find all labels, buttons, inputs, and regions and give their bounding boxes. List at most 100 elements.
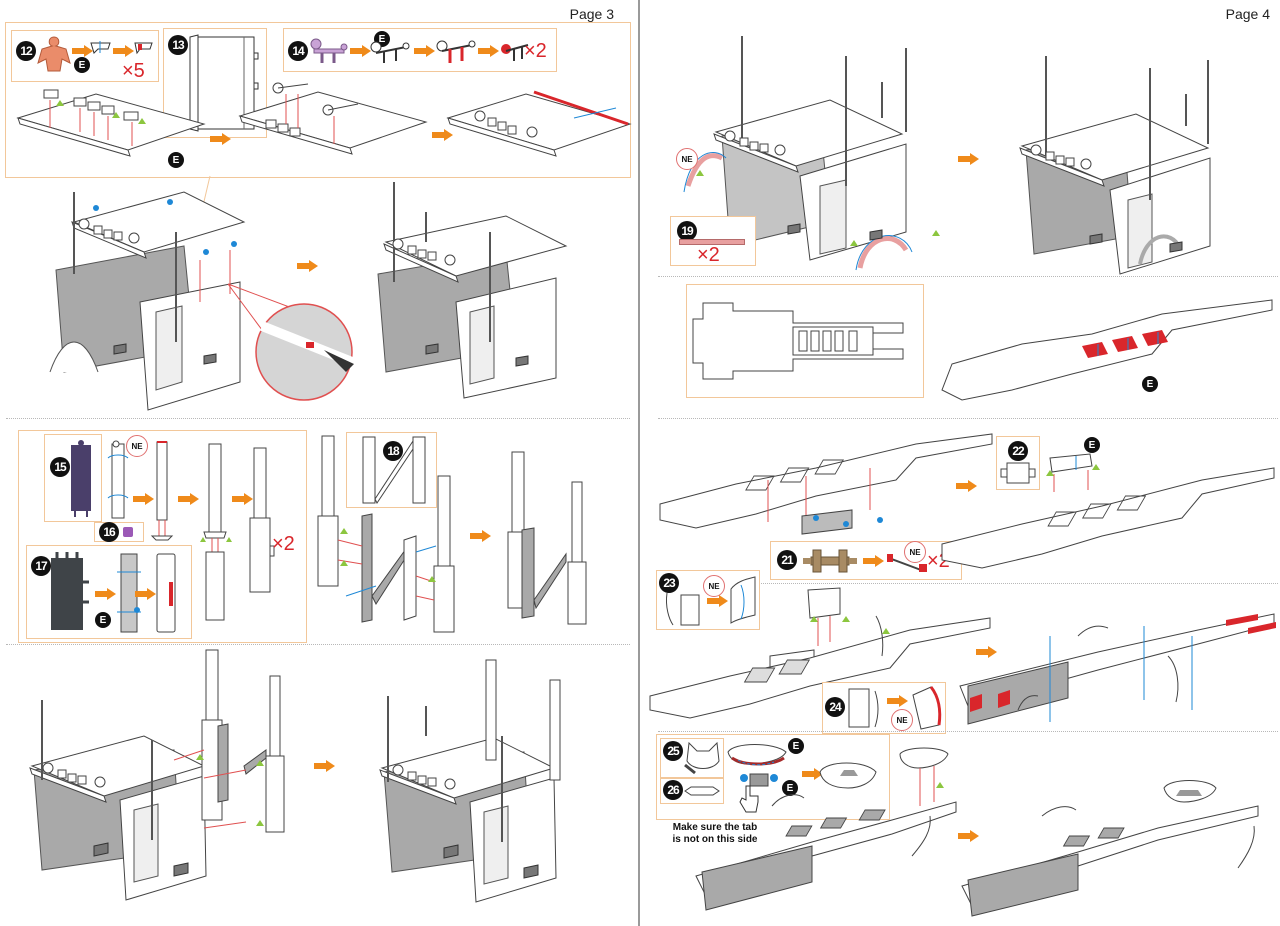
fender-panel-folded [730, 576, 756, 624]
step-17-panel: 17 E [26, 545, 192, 639]
section-divider [658, 731, 1278, 732]
step-20-panel: 20 [686, 284, 924, 398]
section-divider [6, 644, 630, 645]
light-bracket-folded-icon [436, 40, 476, 63]
cab-stack-complete [379, 659, 561, 903]
step-19-badge: 19 [677, 221, 697, 241]
chassis-crossmember-exploded [659, 433, 993, 535]
page-number: Page 4 [1225, 6, 1270, 22]
step-arrow [178, 493, 200, 505]
step-arrow [956, 480, 978, 492]
step-12-panel: 12 E ×5 [11, 30, 159, 82]
crossmember-folded [887, 554, 927, 572]
light-bar-part-icon [90, 41, 111, 54]
chassis-fifth-wheel-exploded [695, 747, 957, 911]
fender-panel-b-folded [912, 686, 942, 730]
roof-assembly-step-a [16, 89, 206, 157]
stack-rolled-icon [150, 441, 174, 541]
step-12-e-mark: E [74, 57, 90, 73]
step-arrow [470, 530, 492, 542]
step-17-badge: 17 [31, 556, 51, 576]
step-12-badge: 12 [16, 41, 36, 61]
step-arrow [135, 588, 157, 600]
step-15-panel: 15 [44, 434, 102, 522]
step-25-26-frame [656, 734, 890, 820]
light-bracket-icon [370, 41, 410, 63]
step-12-multiplier: ×5 [122, 60, 145, 82]
page-number: Page 3 [569, 6, 614, 22]
step-arrow [95, 588, 117, 600]
chassis-fifth-wheel-complete [961, 780, 1259, 917]
step-19-multiplier: ×2 [697, 244, 720, 266]
step-22-e-mark: E [1084, 437, 1100, 453]
page-3: Page 3 12 E ×5 13 14 [0, 0, 638, 926]
step-14-multiplier: ×2 [524, 40, 547, 62]
step-arrow [707, 595, 729, 607]
step-arrow [976, 646, 998, 658]
roof-panel-part [189, 34, 259, 132]
step-22-panel: 22 [996, 436, 1040, 490]
step-15-badge: 15 [50, 457, 70, 477]
step-14-badge: 14 [288, 41, 308, 61]
roof-assembly-step-c [446, 90, 632, 157]
step-18-panel: 18 [346, 432, 437, 508]
step-arrow [414, 45, 436, 57]
step-26-e-mark: E [782, 780, 798, 796]
step-26-panel: 26 [660, 778, 724, 804]
step-arrow [72, 45, 94, 57]
step-24-badge: 24 [825, 697, 845, 717]
finger-pointer-icon [739, 785, 759, 813]
step-23-panel: 23 NE [656, 570, 760, 630]
step-arrow [863, 555, 885, 567]
step-19-ne-mark: NE [676, 148, 698, 170]
tab-warning-note: Make sure the tab is not on this side [652, 822, 778, 846]
step-25-badge: 25 [663, 741, 683, 761]
step-arrow [113, 45, 135, 57]
chassis-fender-complete [959, 613, 1276, 725]
section-divider [658, 418, 1278, 419]
note-line-1: Make sure the tab [672, 822, 758, 833]
step-arrow [958, 830, 980, 842]
step-15-ne-mark: NE [126, 435, 148, 457]
stack-sleeve-rolled [156, 553, 176, 633]
step-18-badge: 18 [383, 441, 403, 461]
step-19-panel: 19 ×2 [670, 216, 756, 266]
chassis-box-exploded [941, 453, 1275, 569]
step-arrow [297, 260, 319, 272]
page-4: Page 4 NE 19 ×2 20 [642, 0, 1280, 926]
stack-bracket-exploded [317, 435, 455, 633]
stack-bracket-assembled [507, 451, 587, 625]
step-22-badge: 22 [1008, 441, 1028, 461]
chassis-fender-exploded [649, 587, 991, 719]
section-divider [658, 276, 1278, 277]
chassis-frame-sheet [692, 302, 904, 380]
step-21-ne-mark: NE [904, 541, 926, 563]
section-divider [658, 583, 1278, 584]
step-25-e-mark: E [788, 738, 804, 754]
cab-assembly-complete [377, 182, 568, 399]
step-arrow [958, 153, 980, 165]
step-12-part-sheet-icon [37, 36, 71, 72]
stack-assembled-icon [249, 447, 275, 593]
cab-fender-exploded [683, 36, 940, 271]
light-bracket-final-icon [501, 44, 529, 61]
roof-assembly-step-b [238, 82, 428, 155]
step-14-part-sheet-icon [310, 38, 348, 63]
step-arrow [210, 133, 232, 145]
step-16-panel: 16 [94, 522, 144, 542]
stack-join-icon [200, 443, 232, 621]
fender-panel-b-sheet [848, 688, 879, 728]
page-spine-divider [638, 0, 640, 926]
fifth-wheel-base-sheet [684, 786, 720, 796]
step-12-14-frame [5, 22, 631, 178]
stem-multiplier: ×2 [272, 533, 295, 555]
fender-panel-sheet [666, 592, 700, 626]
step-23-ne-mark: NE [703, 575, 725, 597]
exhaust-stack-sheet [71, 440, 91, 517]
step-23-badge: 23 [659, 573, 679, 593]
step-14-panel: 14 E ×2 [283, 28, 557, 72]
fifth-wheel-assembly [727, 744, 787, 787]
step-13-badge: 13 [168, 35, 188, 55]
step-17-e-mark: E [95, 612, 111, 628]
note-line-2: is not on this side [672, 834, 758, 845]
